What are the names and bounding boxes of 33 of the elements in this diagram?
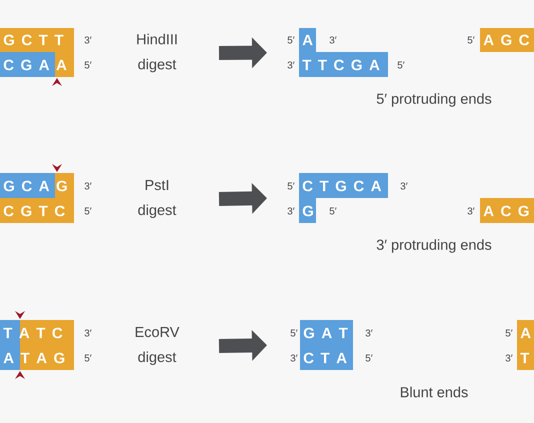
dna-strand-block: G A T C T A	[300, 320, 353, 370]
strand-end-label: 5′	[330, 208, 336, 214]
strand-end-label: 3′	[366, 329, 372, 337]
strand-end-label: 5′	[84, 62, 92, 68]
strand-end-label: 5′	[398, 62, 404, 68]
strand-end-label: 3′	[84, 36, 92, 44]
strand-end-label: 3′	[84, 182, 92, 190]
strand-end-label: 3′	[506, 354, 512, 362]
strand-end-label: 5′	[288, 182, 294, 190]
enzyme-label: EcoRV digest	[136, 327, 180, 365]
caption-text: 5′ protruding ends	[376, 93, 492, 107]
strand-end-label: 5′	[288, 36, 294, 44]
strand-end-label: 5′	[290, 330, 298, 336]
dna-strand-block: A C G	[480, 198, 534, 223]
enzyme-label: PstI digest	[138, 180, 176, 218]
strand-end-label: 5′	[84, 208, 92, 214]
strand-end-label: 3′	[288, 61, 294, 69]
dna-strand-block: A G C	[480, 28, 534, 52]
strand-end-label: 3′	[330, 36, 336, 44]
strand-end-label: 5′	[84, 354, 92, 362]
caption-text: 3′ protruding ends	[376, 239, 492, 253]
strand-end-label: 5′	[468, 36, 474, 44]
strand-end-label: 5′	[366, 354, 372, 362]
dna-strand-block: G C T T C G A A	[0, 28, 74, 77]
strand-end-label: 3′	[84, 329, 92, 337]
strand-end-label: 3′	[400, 182, 408, 190]
strand-end-label: 3′	[288, 207, 294, 215]
strand-end-label: 3′	[290, 354, 298, 362]
dna-strand-block: A T	[517, 320, 534, 370]
strand-end-label: 3′	[468, 207, 474, 215]
enzyme-label: HindIII digest	[137, 34, 177, 72]
caption-text: Blunt ends	[400, 386, 468, 398]
strand-end-label: 5′	[506, 330, 512, 336]
